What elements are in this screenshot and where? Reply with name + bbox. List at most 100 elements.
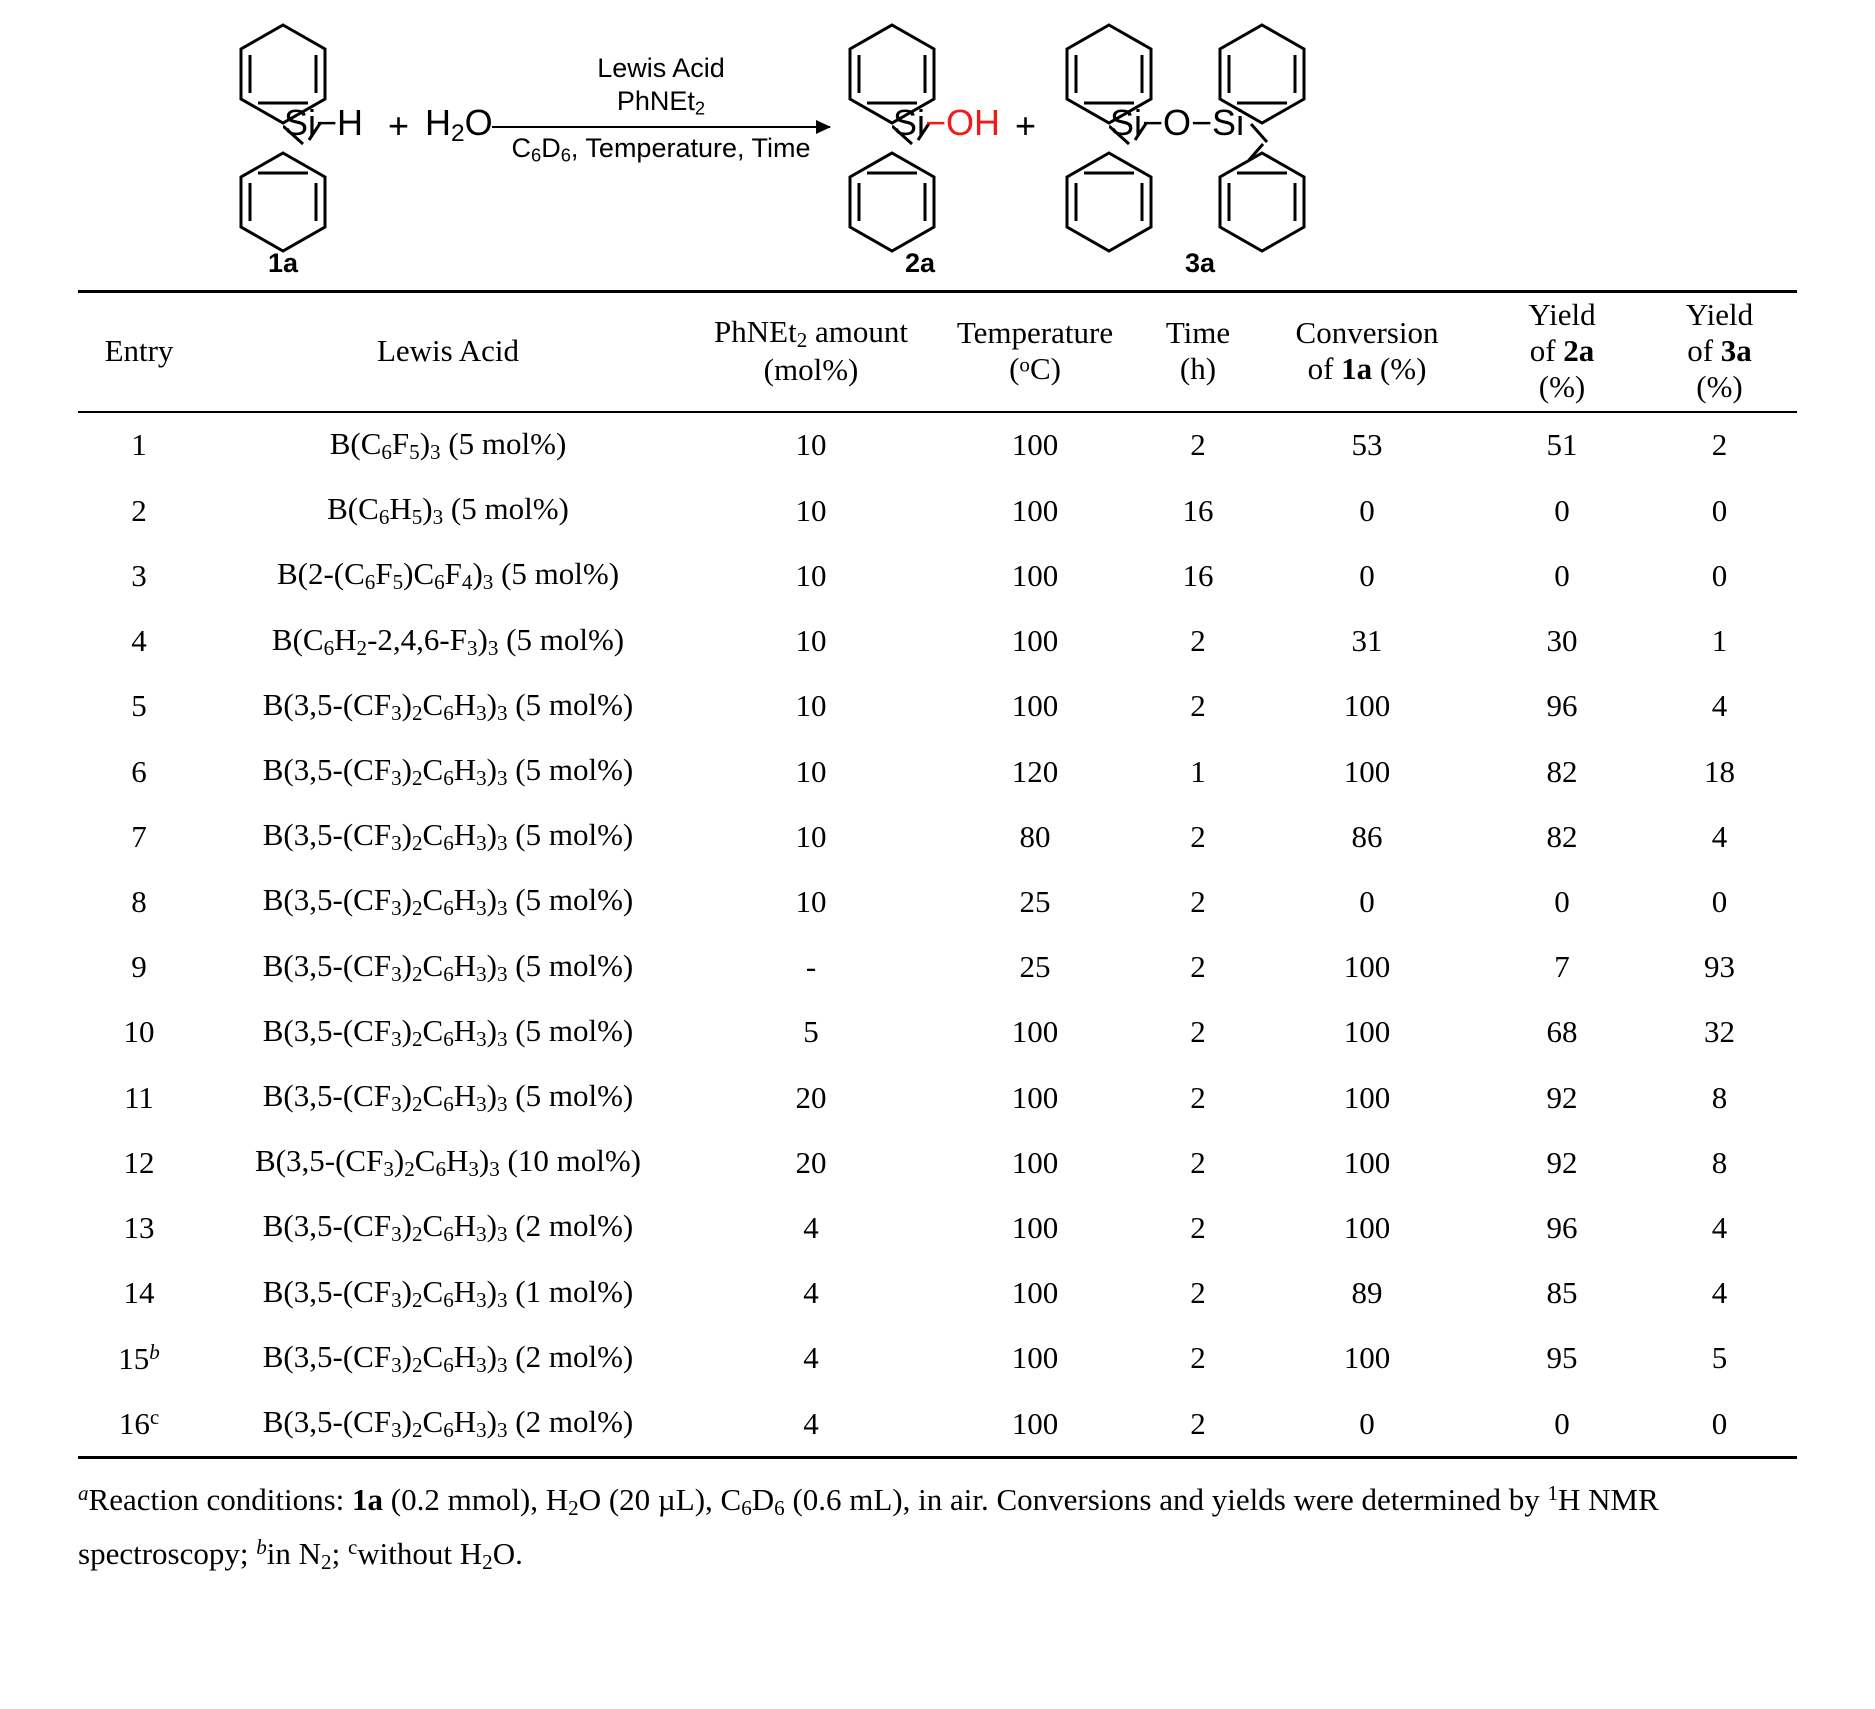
cell-yield-3a: 0 [1642,1391,1797,1460]
cell-temperature: 100 [1011,1079,1059,1115]
label-compound-3a: 3a [1184,248,1216,278]
cell-phnet2-amount: 10 [696,410,926,479]
cell-time: 16 [1182,492,1214,528]
cell-temperature: 100 [1011,492,1059,528]
cell-yield-2a: 96 [1546,1210,1578,1246]
cell-phnet2-amount: 20 [795,1144,827,1180]
cell-conversion: 100 [1343,1144,1391,1180]
bond-lines-2a [892,122,932,146]
cell-lewis-acid: B(C6H2-2,4,6-F3)3 (5 mol%) [271,621,625,660]
cell-phnet2-amount: 20 [795,1079,827,1115]
cell-yield-3a: 18 [1704,753,1735,789]
cell-phnet2-amount: 10 [795,557,827,593]
footnote-a: aReaction conditions: 1a (0.2 mmol), H2O… [78,1481,1659,1571]
cell-yield-3a: 1 [1711,623,1728,659]
cell-time: 1 [1190,753,1206,789]
cell-yield-2a: 95 [1546,1340,1578,1376]
cell-time: 2 [1144,1391,1252,1460]
phenyl-ring-upper-right-3a [1215,22,1309,126]
header-temperature: Temperature (oC) [926,289,1144,412]
product-structure-3a [1062,22,1156,126]
cell-temperature: 25 [1019,883,1051,919]
cell-phnet2-amount: 10 [795,492,827,528]
cell-lewis-acid: B(3,5-(CF3)2C6H3)3 (2 mol%) [200,1391,696,1460]
cell-phnet2-amount: 10 [795,883,827,919]
header-yield-3a: Yield of 3a (%) [1642,289,1797,412]
si-h-label: Si−H [284,102,364,143]
cell-phnet2-amount: 10 [795,688,827,724]
condition-lewis-acid: Lewis Acid [597,53,725,83]
cell-time: 2 [1190,949,1206,985]
cell-yield-2a: 0 [1554,492,1570,528]
cell-time: 16 [1182,557,1214,593]
cell-temperature: 100 [1011,1210,1059,1246]
table-header: Entry Lewis Acid PhNEt2 amount (mol%) Te… [78,289,1797,412]
cell-yield-2a: 92 [1546,1144,1578,1180]
cell-lewis-acid: B(C6H5)3 (5 mol%) [327,491,569,530]
cell-entry: 4 [131,623,147,659]
cell-phnet2-amount: 10 [795,753,827,789]
cell-entry: 2 [131,492,147,528]
cell-time: 2 [1190,688,1206,724]
cell-phnet2-amount: 4 [803,1210,819,1246]
cell-yield-2a: 0 [1554,883,1570,919]
cell-yield-3a: 4 [1711,818,1728,854]
phenyl-ring-upper-2a [845,22,939,126]
cell-time: 2 [1190,623,1206,659]
cell-entry: 3 [131,557,147,593]
footnote-c: cwithout H2O. [347,1534,523,1574]
cell-yield-3a: 32 [1704,1014,1735,1050]
header-entry: Entry [78,289,200,412]
phenyl-ring-lower-2a [845,150,939,254]
cell-yield-2a: 0 [1482,1391,1642,1460]
table-footnotes: aReaction conditions: 1a (0.2 mmol), H2O… [78,1473,1797,1580]
cell-lewis-acid: B(3,5-(CF3)2C6H3)3 (5 mol%) [262,1078,634,1117]
cell-temperature: 100 [926,1391,1144,1460]
cell-time: 2 [1190,1079,1206,1115]
cell-phnet2-amount: 5 [803,1014,819,1050]
cell-phnet2-amount: 4 [803,1275,819,1311]
cell-lewis-acid: B(3,5-(CF3)2C6H3)3 (5 mol%) [262,817,634,856]
cell-time: 2 [1190,818,1206,854]
cell-lewis-acid: B(C6F5)3 (5 mol%) [200,410,696,479]
cell-entry: 5 [131,688,147,724]
cell-yield-3a: 8 [1711,1079,1728,1115]
cell-conversion: 100 [1343,688,1391,724]
cell-conversion: 0 [1359,557,1375,593]
product-structure-2a [845,22,939,126]
label-compound-1a: 1a [267,248,299,278]
cell-entry: 12 [123,1144,155,1180]
bond-lines-left-3a [1109,122,1149,146]
cell-lewis-acid: B(3,5-(CF3)2C6H3)3 (10 mol%) [255,1143,641,1182]
cell-yield-3a: 8 [1711,1144,1728,1180]
cell-yield-2a: 96 [1546,688,1578,724]
cell-yield-3a: 0 [1711,883,1728,919]
cell-temperature: 120 [1011,753,1059,789]
cell-yield-2a: 0 [1554,557,1570,593]
cell-temperature: 100 [1011,1144,1059,1180]
cell-lewis-acid: B(3,5-(CF3)2C6H3)3 (5 mol%) [262,882,634,921]
cell-time: 2 [1190,883,1206,919]
cell-phnet2-amount: 4 [803,1340,819,1376]
results-table-wrapper: Entry Lewis Acid PhNEt2 amount (mol%) Te… [78,289,1797,1460]
cell-temperature: 100 [1011,1014,1059,1050]
header-conversion: Conversion of 1a (%) [1252,289,1482,412]
cell-entry: 1 [78,410,200,479]
cell-temperature: 100 [1011,557,1059,593]
cell-temperature: 80 [1019,818,1051,854]
cell-yield-2a: 30 [1546,623,1578,659]
cell-yield-2a: 51 [1482,410,1642,479]
cell-entry: 14 [123,1275,155,1311]
cell-yield-2a: 82 [1546,818,1578,854]
plus-sign-products: + [1015,105,1037,146]
header-yield-2a: Yield of 2a (%) [1482,289,1642,412]
